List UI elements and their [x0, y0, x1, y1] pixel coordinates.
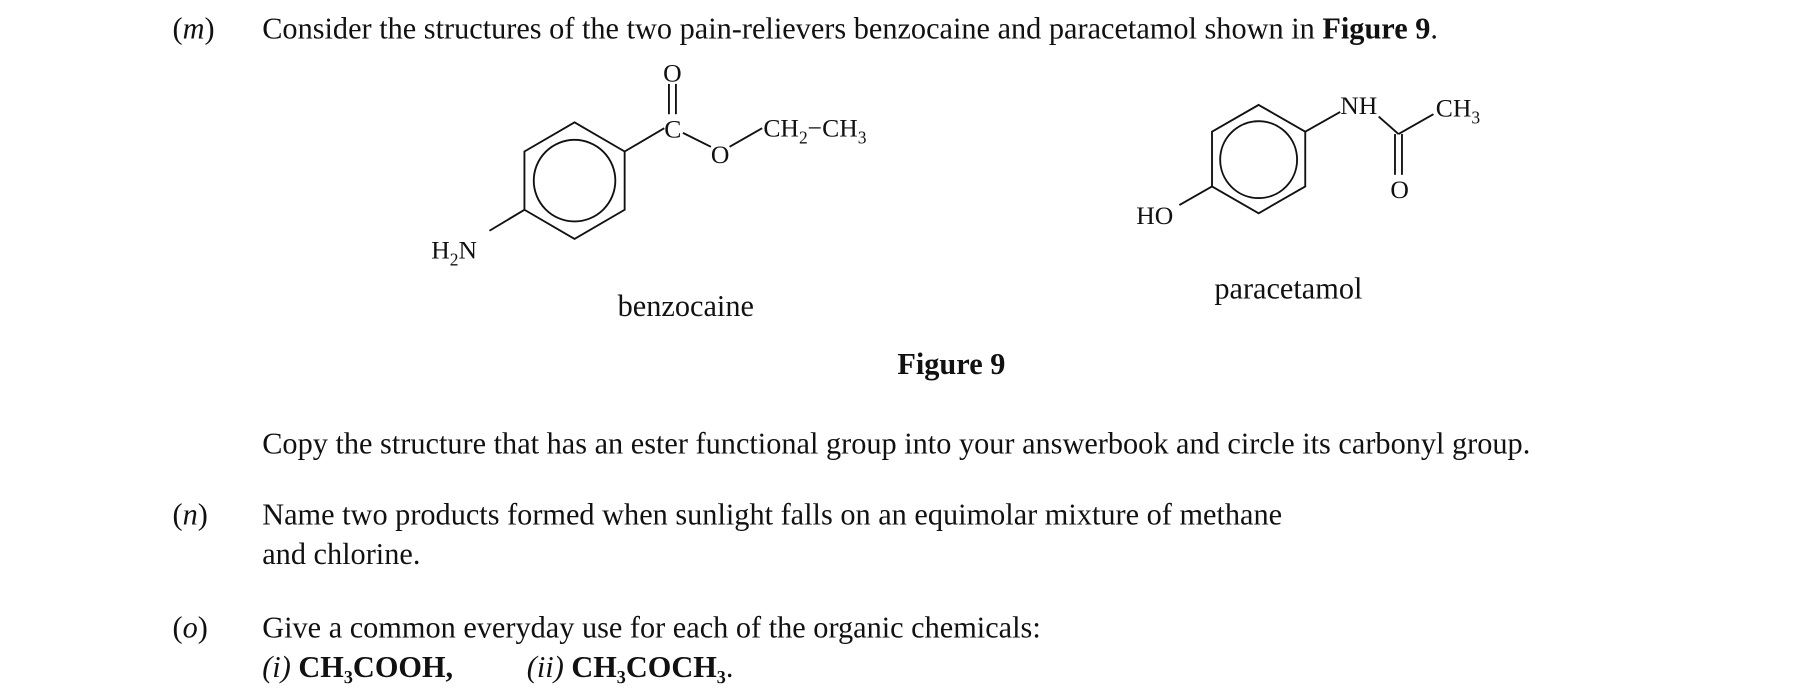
benzocaine-carbon: C	[664, 115, 681, 144]
question-n-line2: and chlorine.	[262, 537, 421, 572]
paracetamol-structure	[1178, 103, 1434, 215]
paracetamol-methyl: CH3	[1436, 94, 1481, 128]
question-o-item1: (i) CH₃COOH,	[262, 650, 454, 685]
paracetamol-carbonyl-oxygen: O	[1390, 175, 1409, 204]
benzocaine-ester-oxygen: O	[711, 140, 730, 169]
question-m-text: Consider the structures of the two pain-…	[262, 11, 1438, 46]
benzocaine-aromatic-circle	[532, 138, 617, 223]
benzocaine-structure	[488, 83, 763, 240]
question-label-m: (m)	[172, 11, 215, 46]
benzocaine-ethyl-chain: CH2−CH3	[763, 113, 866, 147]
benzocaine-amine: H2N	[431, 236, 477, 270]
paracetamol-nh: NH	[1340, 91, 1377, 120]
question-n-line1: Name two products formed when sunlight f…	[262, 497, 1283, 532]
question-label-n: (n)	[172, 497, 208, 532]
question-o-item2: (ii) CH₃COCH₃.	[526, 650, 734, 685]
figure-caption: Figure 9	[897, 347, 1006, 382]
question-o-line1: Give a common everyday use for each of t…	[262, 610, 1041, 645]
question-label-o: (o)	[172, 610, 208, 645]
instruction-text: Copy the structure that has an ester fun…	[262, 426, 1531, 461]
paracetamol-aromatic-circle	[1219, 120, 1299, 200]
paracetamol-hydroxyl: HO	[1136, 201, 1173, 230]
benzocaine-carbonyl-oxygen: O	[663, 59, 682, 88]
paracetamol-label: paracetamol	[1214, 271, 1363, 306]
benzocaine-label: benzocaine	[617, 289, 754, 323]
